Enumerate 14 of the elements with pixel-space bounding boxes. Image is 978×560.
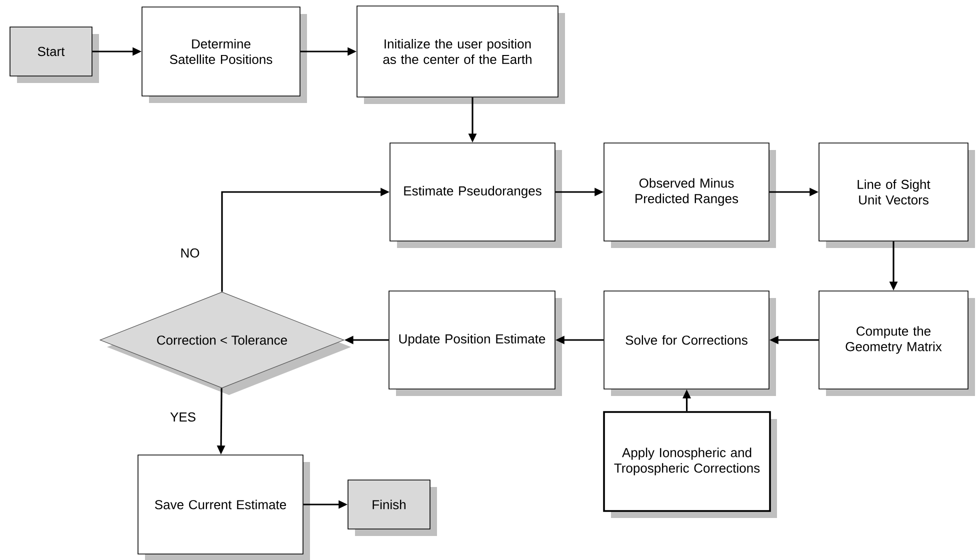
terminal-box: Finish (348, 480, 437, 536)
edge-label: NO (179, 247, 201, 259)
process-box: Solve for Corrections (604, 290, 776, 396)
process-box: Estimate Pseudoranges (390, 142, 562, 248)
terminal-box: Start (10, 26, 99, 83)
process-box: Compute the Geometry Matrix (818, 290, 975, 396)
process-box: Observed Minus Predicted Ranges (604, 142, 776, 248)
edge-label: YES (169, 411, 197, 423)
process-box: Update Position Estimate (388, 290, 562, 396)
process-box: Line of Sight Unit Vectors (818, 142, 975, 248)
process-box: Initialize the user position as the center of the Earth (356, 6, 565, 104)
process-box: Determine Satellite Positions (142, 6, 307, 103)
process-box: Apply Ionospheric and Tropospheric Corrections (603, 411, 777, 518)
process-box: Save Current Estimate (138, 454, 310, 560)
